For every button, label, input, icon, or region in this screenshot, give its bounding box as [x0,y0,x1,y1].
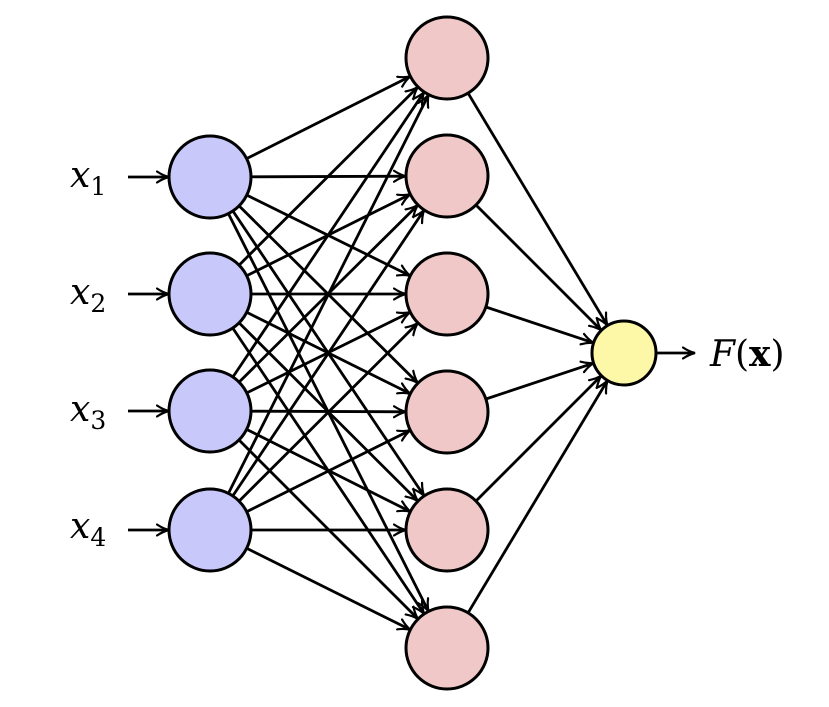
edge-input-3-hidden-1 [231,93,424,378]
connections [128,77,694,630]
hidden-node-4 [404,369,490,455]
hidden-node-3 [404,251,490,337]
edge-hidden-2-output [475,204,601,330]
nodes [167,15,658,691]
output-label: F(x) [709,333,785,375]
edge-input-4-hidden-4 [246,431,410,513]
edge-input-4-hidden-3 [238,324,417,503]
input-node-2 [167,251,253,337]
hidden-node-5 [404,487,490,573]
input-label-4: x4 [70,506,106,552]
edge-hidden-5-output [475,376,601,502]
edge-input-4-hidden-1 [227,96,428,495]
hidden-node-2 [404,133,490,219]
input-node-3 [167,368,253,454]
edge-hidden-4-output [485,363,593,401]
edge-input-4-hidden-2 [231,211,424,497]
hidden-node-1 [404,15,490,101]
input-node-1 [167,134,253,220]
edge-input-4-hidden-6 [246,547,410,629]
edge-hidden-3-output [485,305,593,343]
edge-hidden-6-output [466,381,607,614]
edge-input-1-hidden-1 [245,77,410,160]
input-label-2: x2 [70,272,106,318]
edge-input-2-hidden-1 [238,88,417,267]
output-node [590,319,658,387]
input-label-3: x3 [70,389,106,435]
input-node-4 [167,487,253,573]
input-label-1: x1 [70,155,106,201]
edge-hidden-1-output [466,92,607,325]
hidden-node-6 [404,605,490,691]
input-labels: x1 x2 x3 x4 [70,155,106,552]
